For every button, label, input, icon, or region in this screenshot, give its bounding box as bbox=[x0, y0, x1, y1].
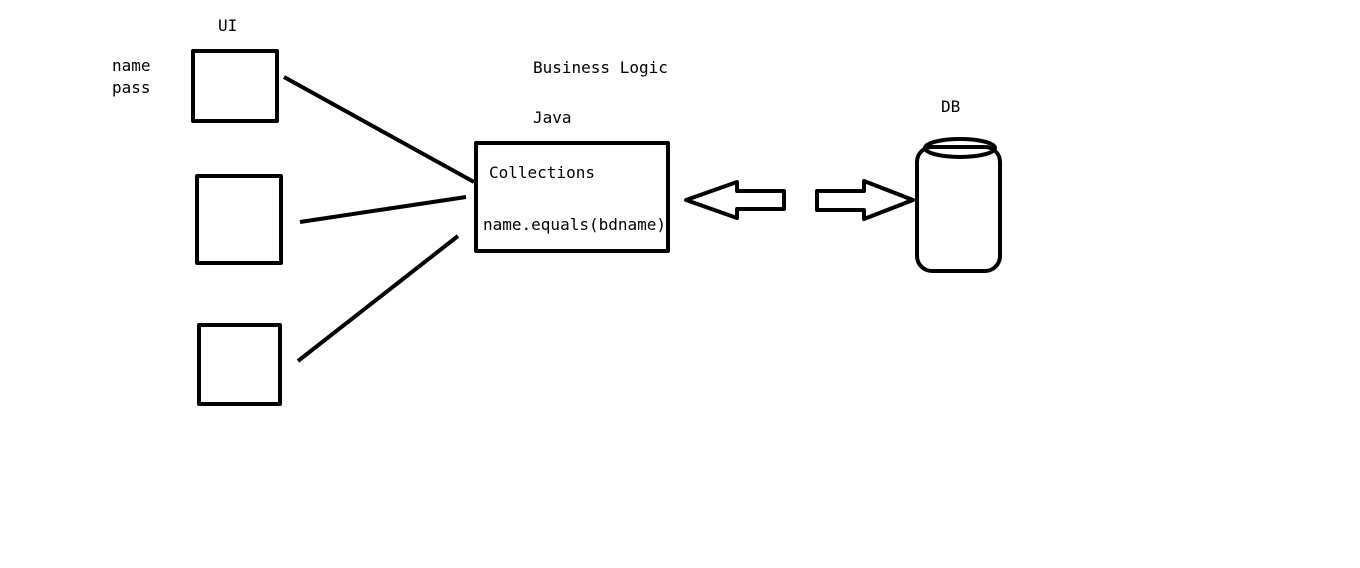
business-logic-label: Business Logic bbox=[533, 58, 668, 77]
equals-call-label: name.equals(bdname) bbox=[483, 215, 667, 234]
connector-line-3 bbox=[296, 234, 460, 363]
connector-line-2 bbox=[299, 195, 467, 224]
pass-label: pass bbox=[112, 78, 151, 97]
ui-box-3 bbox=[197, 323, 282, 406]
business-logic-box bbox=[474, 141, 670, 253]
collections-label: Collections bbox=[489, 163, 595, 182]
connector-line-1 bbox=[283, 75, 475, 184]
ui-label: UI bbox=[218, 16, 238, 35]
java-label: Java bbox=[533, 108, 572, 127]
db-label: DB bbox=[941, 97, 961, 116]
name-label: name bbox=[112, 56, 151, 75]
left-arrow-icon bbox=[684, 180, 786, 220]
database-cylinder-icon bbox=[915, 145, 1002, 273]
database-cylinder-top bbox=[923, 137, 997, 159]
right-arrow-icon bbox=[815, 179, 915, 221]
ui-box-1 bbox=[191, 49, 279, 123]
ui-box-2 bbox=[195, 174, 283, 265]
